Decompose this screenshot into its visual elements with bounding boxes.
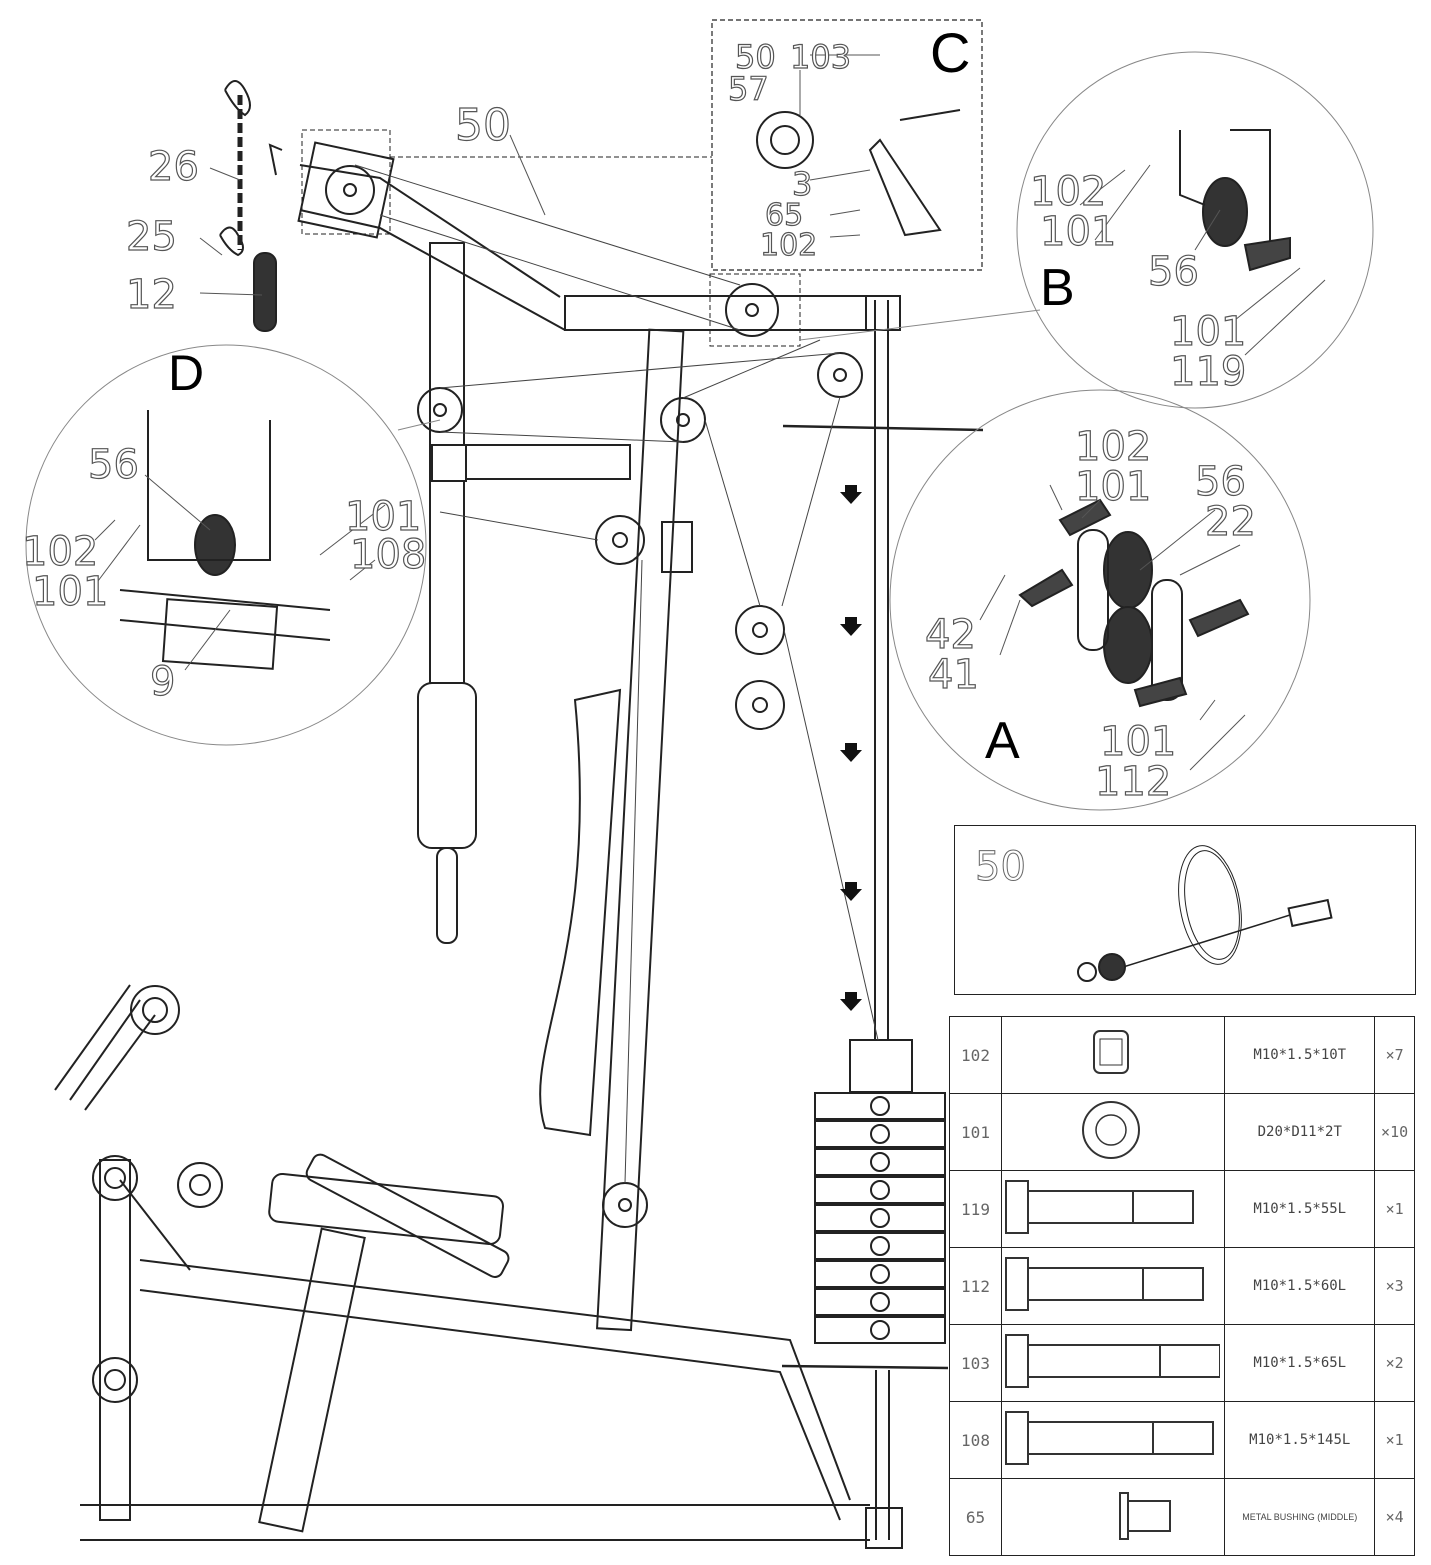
pulley-56-a xyxy=(1103,531,1153,609)
detail-circle-b xyxy=(1016,51,1374,409)
callout-56-b: 56 xyxy=(1148,249,1199,295)
callout-57: 57 xyxy=(728,70,769,108)
bolt-icon xyxy=(1000,1324,1226,1402)
cable-part-number: 50 xyxy=(975,844,1027,891)
detail-label-c: C xyxy=(930,21,970,84)
press-arm xyxy=(299,164,561,298)
part-quantity: ×4 xyxy=(1374,1478,1415,1556)
callout-25: 25 xyxy=(126,214,177,260)
part-quantity: ×2 xyxy=(1374,1324,1415,1402)
callout-12: 12 xyxy=(126,272,177,318)
callout-65: 65 xyxy=(765,198,803,233)
seat-pad xyxy=(268,1173,504,1246)
pulley-56-b xyxy=(1202,177,1248,247)
callout-50-c: 50 xyxy=(735,38,776,76)
detail-label-a: A xyxy=(985,712,1020,770)
callout-42: 42 xyxy=(925,612,976,658)
callout-119: 119 xyxy=(1170,349,1246,395)
preacher-pad xyxy=(539,688,622,1137)
hardware-row: 65 METAL BUSHING (MIDDLE)×4 xyxy=(949,1478,1415,1556)
callout-101-a2: 101 xyxy=(1100,719,1176,765)
top-beam xyxy=(564,295,901,331)
callout-102-c: 102 xyxy=(760,228,817,263)
part-spec: M10*1.5*55L xyxy=(1224,1170,1376,1248)
bushing-icon xyxy=(1000,1478,1226,1556)
callout-101-b: 101 xyxy=(1040,209,1116,255)
detail-label-d: D xyxy=(168,345,204,401)
callout-103-c: 103 xyxy=(790,38,851,76)
part-spec: M10*1.5*10T xyxy=(1224,1016,1376,1094)
part-quantity: ×7 xyxy=(1374,1016,1415,1094)
detail-circle-a xyxy=(889,389,1311,811)
part-quantity: ×10 xyxy=(1374,1093,1415,1171)
hex-nut-icon xyxy=(1000,1016,1226,1094)
part-number: 103 xyxy=(949,1324,1002,1402)
callout-22: 22 xyxy=(1205,499,1256,545)
direction-arrows xyxy=(840,485,862,1011)
cable-part-box: 50 xyxy=(954,825,1416,995)
pulley-56-d xyxy=(194,514,236,576)
bolt-icon xyxy=(1000,1170,1226,1248)
callout-9: 9 xyxy=(150,659,175,705)
part-number: 65 xyxy=(949,1478,1002,1556)
leg-post xyxy=(99,1159,131,1521)
detail-label-b: B xyxy=(1040,259,1075,317)
center-post xyxy=(596,328,685,1332)
callout-102-a: 102 xyxy=(1075,424,1151,470)
washer-icon xyxy=(1000,1093,1226,1171)
part-spec: D20*D11*2T xyxy=(1224,1093,1376,1171)
callout-41: 41 xyxy=(928,652,979,698)
weight-stack xyxy=(814,1092,946,1344)
callout-56-d: 56 xyxy=(88,442,139,488)
cross-bar xyxy=(463,444,631,480)
part-quantity: ×1 xyxy=(1374,1170,1415,1248)
hardware-row: 102 M10*1.5*10T×7 xyxy=(949,1016,1415,1094)
part-spec: METAL BUSHING (MIDDLE) xyxy=(1224,1478,1376,1556)
detail-box-c xyxy=(711,19,983,271)
part-quantity: ×3 xyxy=(1374,1247,1415,1325)
bolt-icon xyxy=(1000,1401,1226,1479)
callout-101-b2: 101 xyxy=(1170,309,1246,355)
hardware-row: 108 M10*1.5*145L×1 xyxy=(949,1401,1415,1479)
part-quantity: ×1 xyxy=(1374,1401,1415,1479)
handle-12 xyxy=(253,252,277,332)
part-spec: M10*1.5*145L xyxy=(1224,1401,1376,1479)
callout-26: 26 xyxy=(148,144,199,190)
callout-3: 3 xyxy=(792,165,812,203)
arm-pad xyxy=(417,682,477,849)
backrest xyxy=(305,1153,510,1278)
bench-frame xyxy=(139,1259,851,1501)
part-spec: M10*1.5*65L xyxy=(1224,1324,1376,1402)
callout-101-a: 101 xyxy=(1075,464,1151,510)
hardware-row: 119 M10*1.5*55L×1 xyxy=(949,1170,1415,1248)
part-number: 102 xyxy=(949,1016,1002,1094)
callout-101-d2: 101 xyxy=(345,494,421,540)
hardware-row: 101 D20*D11*2T×10 xyxy=(949,1093,1415,1171)
callout-112: 112 xyxy=(1095,759,1171,805)
part-spec: M10*1.5*60L xyxy=(1224,1247,1376,1325)
post-tube xyxy=(436,847,458,944)
callout-50-top: 50 xyxy=(455,100,511,151)
part-number: 108 xyxy=(949,1401,1002,1479)
hardware-row: 112 M10*1.5*60L×3 xyxy=(949,1247,1415,1325)
callout-108: 108 xyxy=(350,532,426,578)
part-number: 101 xyxy=(949,1093,1002,1171)
part-number: 112 xyxy=(949,1247,1002,1325)
top-plate xyxy=(849,1039,913,1093)
pulley-57-c xyxy=(756,111,814,169)
callout-102-b: 102 xyxy=(1030,169,1106,215)
callout-102-d: 102 xyxy=(22,529,98,575)
hardware-row: 103 M10*1.5*65L×2 xyxy=(949,1324,1415,1402)
callout-56-a: 56 xyxy=(1195,459,1246,505)
part-number: 119 xyxy=(949,1170,1002,1248)
detail-circle-d xyxy=(25,344,427,746)
callout-101-d: 101 xyxy=(32,569,108,615)
bolt-icon xyxy=(1000,1247,1226,1325)
